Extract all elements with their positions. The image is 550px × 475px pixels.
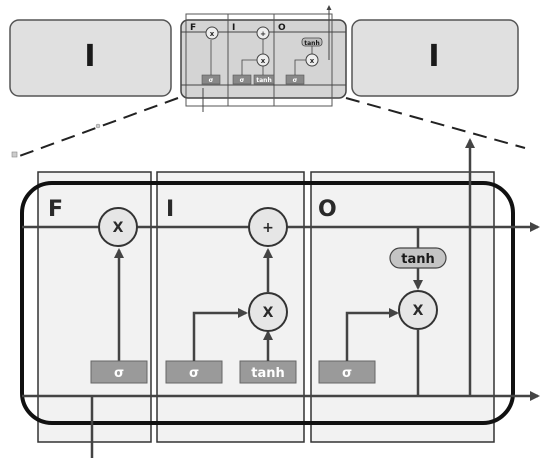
cell-outline (20, 181, 515, 425)
right-cell-label: I (428, 39, 439, 74)
right-cell-box (351, 19, 519, 97)
tanh-input-small-label: tanh (256, 77, 271, 84)
forget-multiply-small-label: x (210, 30, 215, 38)
output-multiply-label: X (413, 303, 424, 319)
output-multiply-small-label: x (310, 57, 315, 65)
input-gate-label-small: I (232, 23, 235, 33)
add-small-label: + (260, 30, 266, 38)
add-label: + (262, 220, 274, 236)
forget-gate-label-small: F (190, 23, 196, 33)
input-gate-label: I (166, 197, 174, 222)
tanh-input-label: tanh (251, 366, 285, 381)
sigma-forget-box (90, 360, 148, 384)
overview: I I F I O x + x x tanh σ σ tanh σ (9, 5, 519, 112)
zoom-guides (11, 97, 526, 159)
output-gate-label: O (318, 197, 337, 222)
sigma-forget-small-label: σ (209, 77, 214, 84)
sigma-input-label: σ (189, 366, 199, 381)
left-cell-label: I (84, 39, 95, 74)
forget-multiply-small (205, 26, 219, 40)
tanh-output-small-label: tanh (304, 40, 319, 47)
add-node (248, 207, 288, 247)
sigma-output-label: σ (342, 366, 352, 381)
tanh-output-label: tanh (401, 252, 435, 267)
sigma-output-small-label: σ (293, 77, 298, 84)
forget-multiply-label: X (113, 220, 124, 236)
sigma-input-small-label: σ (240, 77, 245, 84)
enlarged-cell: F I O σ X σ tanh X + σ tanh (20, 138, 540, 458)
left-cell-box (9, 19, 172, 97)
output-gate-region-small (273, 13, 333, 107)
output-gate-label-small: O (278, 23, 286, 33)
input-multiply-label: X (263, 305, 274, 321)
forget-multiply-node (98, 207, 138, 247)
forget-gate-label: F (48, 197, 63, 222)
input-multiply-small-label: x (261, 57, 266, 65)
sigma-forget-label: σ (114, 366, 124, 381)
tanh-input-small (253, 74, 275, 85)
